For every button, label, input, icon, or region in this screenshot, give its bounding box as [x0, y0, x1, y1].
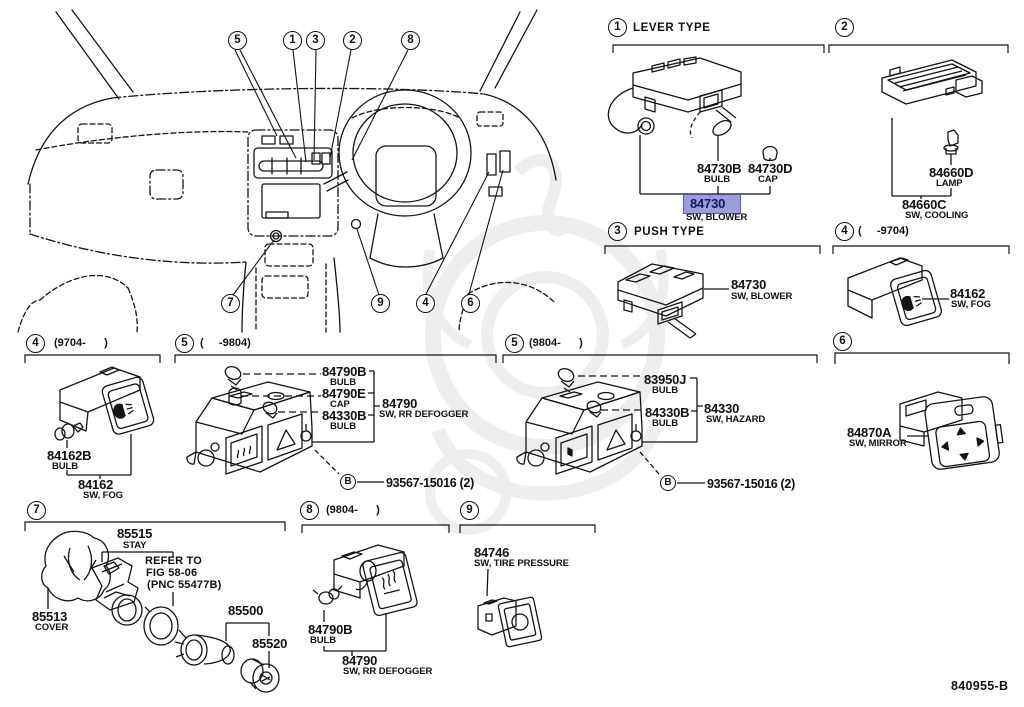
- part-number-84330: 84330: [704, 401, 740, 416]
- section-4a-date-range: ( -9704): [858, 225, 909, 237]
- section-2-number: 2: [835, 18, 854, 37]
- part-number-93567-15016-late: 93567-15016 (2): [707, 477, 795, 491]
- section-5a-date-range: ( -9804): [200, 337, 251, 349]
- part-label-bulb-fog: BULB: [52, 461, 78, 472]
- callout-1: 1: [283, 31, 302, 50]
- callout-4: 4: [416, 294, 435, 313]
- figure-number: 840955-B: [951, 679, 1009, 693]
- part-number-84790B: 84790B: [322, 364, 367, 379]
- refer-note-line1: REFER TO: [145, 555, 203, 567]
- defogger-assembly-drawing: [186, 365, 384, 483]
- part-number-84660D: 84660D: [929, 165, 974, 180]
- part-number-84330B-late: 84330B: [645, 405, 690, 420]
- selected-part-highlight: [683, 194, 741, 214]
- section-brackets: [24, 44, 1010, 533]
- section-8-number: 8: [300, 501, 319, 520]
- fog-switch-drawing-late: [54, 366, 155, 479]
- part-label-bulb-defogger-late: BULB: [310, 635, 336, 646]
- section-3-title: PUSH TYPE: [634, 226, 705, 238]
- callout-3: 3: [306, 31, 325, 50]
- part-number-85515: 85515: [117, 526, 153, 541]
- fog-switch-drawing-early: [847, 257, 949, 327]
- section-1-number: 1: [608, 18, 627, 37]
- section-9-number: 9: [460, 501, 479, 520]
- part-number-84790B-late: 84790B: [308, 622, 353, 637]
- part-number-93567-15016-early: 93567-15016 (2): [386, 476, 474, 490]
- part-number-85500: 85500: [228, 603, 264, 618]
- section-8-date-range: (9804- ): [326, 504, 380, 516]
- section-4b-number: 4: [26, 334, 45, 353]
- section-7-number: 7: [27, 501, 46, 520]
- part-number-84730-push: 84730: [731, 277, 767, 292]
- part-number-84790: 84790: [382, 396, 418, 411]
- section-4b-date-range: (9704- ): [54, 337, 108, 349]
- part-label-cap-defogger: CAP: [330, 399, 350, 410]
- dashboard-sketch: [17, 9, 557, 333]
- hazard-assembly-drawing: [516, 367, 705, 484]
- part-number-85520: 85520: [252, 636, 288, 651]
- part-label-bulb: BULB: [704, 174, 730, 185]
- part-label-sw-blower: SW, BLOWER: [686, 212, 748, 223]
- refer-note-line2: FIG 58-06: [146, 567, 198, 579]
- callout-2: 2: [343, 31, 362, 50]
- part-number-84730B: 84730B: [697, 161, 742, 176]
- rr-defogger-switch-drawing: [312, 544, 418, 656]
- part-label-sw-cooling: SW, COOLING: [905, 210, 969, 221]
- section-3-number: 3: [608, 222, 627, 241]
- lighter-parts-drawing: [41, 530, 280, 693]
- part-number-84660C: 84660C: [902, 197, 947, 212]
- part-number-84730D: 84730D: [748, 161, 793, 176]
- refer-note-line3: (PNC 55477B): [147, 579, 222, 591]
- part-label-bulb-hazard-early: BULB: [330, 421, 356, 432]
- part-label-sw-fog-late: SW, FOG: [83, 490, 123, 501]
- part-label-sw-rr-defogger: SW, RR DEFOGGER: [379, 409, 469, 420]
- part-number-85513: 85513: [32, 609, 68, 624]
- callout-7: 7: [221, 294, 240, 313]
- part-number-84330B: 84330B: [322, 408, 367, 423]
- part-label-lamp: LAMP: [936, 178, 963, 189]
- tire-pressure-switch-drawing: [477, 568, 543, 648]
- part-label-sw-hazard: SW, HAZARD: [706, 414, 766, 425]
- part-label-cover: COVER: [35, 622, 69, 633]
- part-label-bulb-hazard2: BULB: [652, 418, 678, 429]
- part-label-bulb-defogger: BULB: [330, 377, 356, 388]
- part-label-cap: CAP: [758, 174, 778, 185]
- screw-marker-b-late: B: [660, 475, 676, 491]
- part-label-sw-mirror: SW, MIRROR: [849, 438, 907, 449]
- section-5b-date-range: (9804- ): [529, 337, 583, 349]
- push-blower-switch-drawing: [617, 263, 729, 339]
- section-6-number: 6: [833, 332, 852, 351]
- part-label-sw-tire-pressure: SW, TIRE PRESSURE: [474, 558, 569, 569]
- section-5a-number: 5: [175, 334, 194, 353]
- part-label-bulb-hazard1: BULB: [652, 385, 678, 396]
- part-label-sw-rr-defogger-late: SW, RR DEFOGGER: [343, 666, 433, 677]
- callout-9: 9: [371, 294, 390, 313]
- callout-8: 8: [401, 31, 420, 50]
- part-label-stay: STAY: [123, 540, 147, 551]
- watermark-ornament: [422, 154, 669, 535]
- part-number-84790-late: 84790: [342, 653, 378, 668]
- mirror-switch-drawing: [899, 391, 1004, 470]
- section-4a-number: 4: [835, 222, 854, 241]
- cooling-switch-drawing: [881, 59, 983, 199]
- part-number-84870A: 84870A: [847, 425, 892, 440]
- callout-5: 5: [228, 31, 247, 50]
- section-1-title: LEVER TYPE: [633, 22, 711, 34]
- section-5b-number: 5: [505, 334, 524, 353]
- part-number-84162-late: 84162: [78, 477, 114, 492]
- part-number-83950J: 83950J: [644, 372, 687, 387]
- callout-6: 6: [461, 294, 480, 313]
- callout-leader-lines: [232, 49, 504, 296]
- lever-blower-switch-drawing: [607, 56, 778, 197]
- part-number-84730-selected: 84730: [690, 196, 726, 211]
- part-number-84162: 84162: [950, 286, 986, 301]
- screw-marker-b-early: B: [340, 474, 356, 490]
- part-number-84162B: 84162B: [47, 448, 92, 463]
- part-number-84746: 84746: [474, 545, 510, 560]
- part-label-sw-fog: SW, FOG: [951, 299, 991, 310]
- part-label-sw-blower-push: SW, BLOWER: [731, 291, 793, 302]
- part-number-84790E: 84790E: [322, 386, 366, 401]
